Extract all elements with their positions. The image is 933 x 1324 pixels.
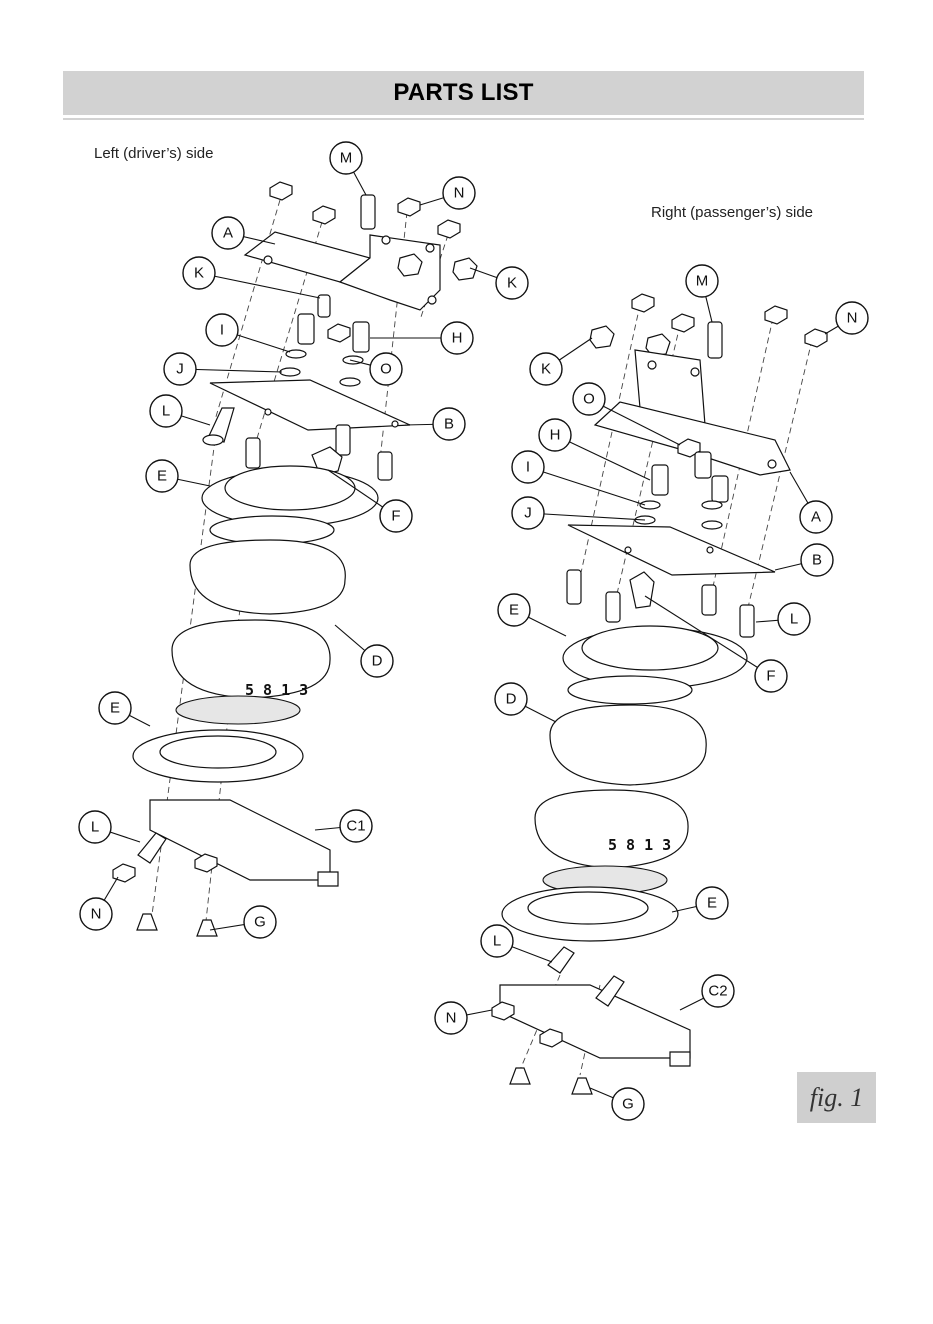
callout-letter: G [622,1096,634,1113]
callout-letter: M [696,273,709,290]
right-callout-m: M [686,265,718,297]
left-bellows-code: 5 8 1 3 [245,681,308,699]
callout-letter: N [446,1010,457,1027]
left-callout-f: F [380,500,412,532]
left-callout-k: K [183,257,215,289]
figure-badge: fig. 1 [797,1072,876,1123]
callout-letter: F [391,508,400,525]
callout-letter: K [194,265,204,282]
right-callout-c2: C2 [702,975,734,1007]
callout-letter: M [340,150,353,167]
right-callout-k: K [530,353,562,385]
left-callout-l: L [150,395,182,427]
callout-letter: D [506,691,517,708]
figure-label: fig. 1 [810,1083,863,1113]
callout-letter: L [91,819,99,836]
callout-letter: N [91,906,102,923]
left-callout-n: N [443,177,475,209]
right-callout-l: L [778,603,810,635]
callout-letter: L [790,611,798,628]
right-callout-o: O [573,383,605,415]
right-callout-h: H [539,419,571,451]
left-callout-g: G [244,906,276,938]
callout-letter: J [524,505,532,522]
right-callout-g: G [612,1088,644,1120]
left-callout-m: M [330,142,362,174]
callout-letter: F [766,668,775,685]
callout-letter: E [509,602,519,619]
left-callout-e: E [99,692,131,724]
left-callout-e: E [146,460,178,492]
left-callout-n: N [80,898,112,930]
callout-letter: C1 [346,818,365,835]
right-assembly: 5 8 1 3 [492,294,827,1094]
callout-letter: K [541,361,551,378]
callout-letter: L [162,403,170,420]
callout-letter: E [157,468,167,485]
callout-letter: A [811,509,821,526]
right-callout-e: E [498,594,530,626]
left-callout-d: D [361,645,393,677]
right-callout-a: A [800,501,832,533]
right-callout-l: L [481,925,513,957]
callout-letter: E [110,700,120,717]
callout-letter: K [507,275,517,292]
callout-letter: E [707,895,717,912]
callout-letter: H [452,330,463,347]
left-callout-c1: C1 [340,810,372,842]
right-callout-e: E [696,887,728,919]
left-callout-i: I [206,314,238,346]
callout-letter: I [220,322,224,339]
left-assembly: 5 8 1 3 [113,182,477,936]
left-callout-a: A [212,217,244,249]
left-callout-j: J [164,353,196,385]
right-callout-b: B [801,544,833,576]
callout-letter: H [550,427,561,444]
callout-letter: L [493,933,501,950]
callout-letter: G [254,914,266,931]
callout-letter: B [812,552,822,569]
right-callout-n: N [836,302,868,334]
callout-letter: J [176,361,184,378]
callout-letter: N [847,310,858,327]
callout-letter: O [380,361,392,378]
callout-letter: I [526,459,530,476]
callout-letter: C2 [708,983,727,1000]
left-callout-k: K [496,267,528,299]
callout-letter: B [444,416,454,433]
callout-letter: O [583,391,595,408]
left-leader-line [199,273,320,298]
right-leader-line [528,513,645,520]
right-callout-j: J [512,497,544,529]
callout-letter: N [454,185,465,202]
left-callout-l: L [79,811,111,843]
right-bellows-code: 5 8 1 3 [608,836,671,854]
right-callout-n: N [435,1002,467,1034]
left-callout-o: O [370,353,402,385]
right-callout-f: F [755,660,787,692]
left-callout-b: B [433,408,465,440]
right-callout-i: I [512,451,544,483]
left-callout-h: H [441,322,473,354]
right-leader-line [528,467,645,505]
callout-letter: D [372,653,383,670]
right-callout-d: D [495,683,527,715]
callout-letter: A [223,225,233,242]
